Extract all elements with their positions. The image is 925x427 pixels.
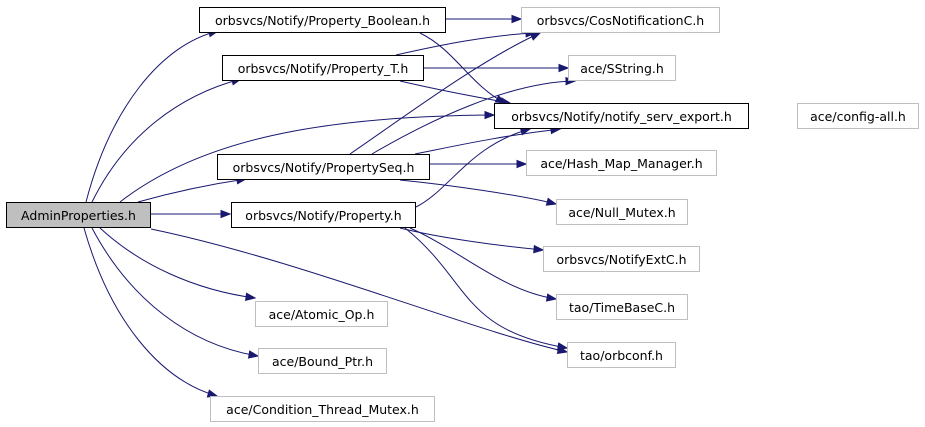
arrowhead-admin-to-atom (245, 292, 257, 301)
arrowhead-admin-to-nse (484, 110, 496, 120)
arrowhead-prop-to-next (533, 244, 545, 254)
edge-admin-to-bptr (91, 227, 259, 357)
edge-admin-to-pbool (85, 30, 219, 203)
edge-pseq-to-nse (414, 128, 561, 155)
node-sstring: ace/SString.h (568, 55, 676, 81)
node-null-mutex: ace/Null_Mutex.h (556, 199, 688, 225)
node-cos-notification-c: orbsvcs/CosNotificationC.h (521, 7, 720, 33)
arrowhead-pseq-to-nmx (545, 197, 558, 206)
edge-prop-to-tbc (409, 227, 557, 300)
node-atomic-op: ace/Atomic_Op.h (255, 301, 388, 327)
edge-admin-to-ctm (83, 227, 218, 397)
arrowhead-pbool-to-cosn (511, 14, 523, 24)
node-bound-ptr: ace/Bound_Ptr.h (258, 348, 387, 374)
edge-admin-to-atom (99, 227, 256, 299)
arrowhead-prop-to-orbc (556, 342, 569, 351)
node-property-seq[interactable]: orbsvcs/Notify/PropertySeq.h (217, 154, 430, 180)
edge-pseq-to-nmx (399, 179, 557, 205)
node-property-boolean[interactable]: orbsvcs/Notify/Property_Boolean.h (199, 7, 446, 33)
node-condition-thread-mutex: ace/Condition_Thread_Mutex.h (210, 396, 435, 422)
edge-prop-to-orbc (404, 227, 568, 349)
node-hash-map-manager: ace/Hash_Map_Manager.h (526, 150, 717, 176)
arrowhead-pt-to-sstr (558, 63, 570, 73)
edge-pt-to-nse (399, 80, 511, 104)
arrowhead-admin-to-bptr (247, 350, 260, 359)
edge-admin-to-orbc (150, 228, 568, 353)
edge-pt-to-cosn (395, 32, 536, 56)
node-time-base-c: tao/TimeBaseC.h (556, 294, 688, 320)
node-orbconf: tao/orbconf.h (567, 342, 676, 368)
arrowhead-pseq-to-cosn (529, 32, 542, 41)
edge-admin-to-nse (119, 114, 495, 203)
node-property[interactable]: orbsvcs/Notify/Property.h (231, 202, 416, 228)
edge-pseq-to-sstr (371, 80, 576, 155)
edge-prop-to-next (399, 227, 544, 251)
node-admin-properties[interactable]: AdminProperties.h (6, 202, 151, 228)
edge-pseq-to-cosn (349, 32, 541, 155)
arrowhead-admin-to-prop (220, 209, 232, 219)
edge-admin-to-pseq (137, 178, 247, 203)
node-property-t[interactable]: orbsvcs/Notify/Property_T.h (222, 55, 424, 81)
edge-admin-to-pt (91, 78, 242, 203)
edge-prop-to-nse (415, 128, 531, 208)
node-notify-ext-c: orbsvcs/NotifyExtC.h (543, 246, 700, 272)
node-notify-serv-export[interactable]: orbsvcs/Notify/notify_serv_export.h (494, 103, 749, 129)
arrowhead-pseq-to-hmm (516, 159, 528, 169)
node-config-all: ace/config-all.h (797, 103, 919, 129)
arrowhead-prop-to-tbc (545, 293, 558, 302)
